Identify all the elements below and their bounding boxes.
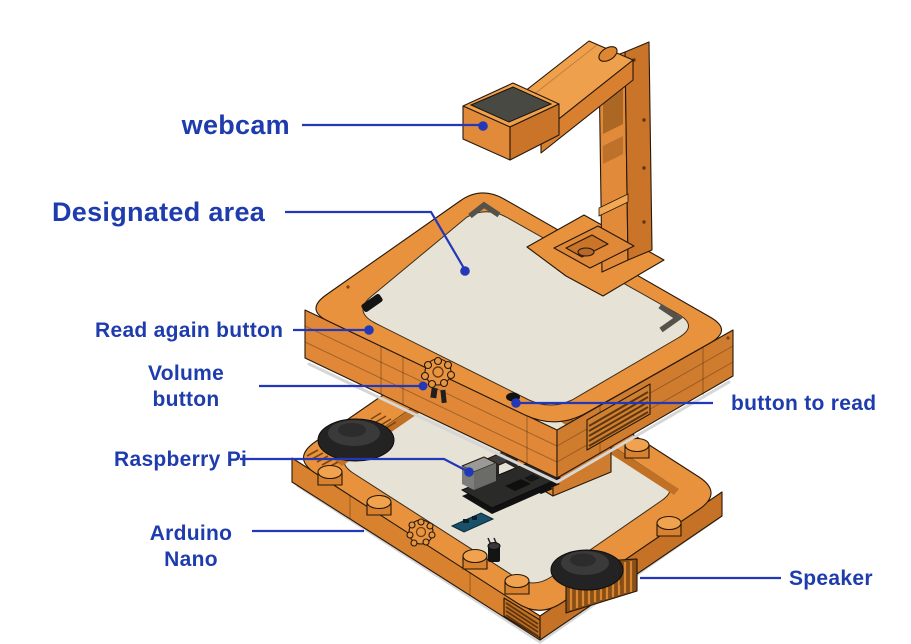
arm-column-side — [624, 41, 653, 261]
capacitor-component — [487, 537, 501, 562]
designated-area-leader-dot — [460, 266, 470, 276]
button-to-read-label: button to read — [731, 392, 876, 415]
volume-label-line2: button — [152, 388, 219, 411]
button-to-read-leader-dot — [511, 398, 521, 408]
raspberry-pi-leader-line — [240, 457, 468, 472]
designated-area-leader-line — [285, 210, 466, 271]
webcam-lens-face — [469, 86, 553, 123]
arm-base-bracket — [553, 225, 635, 269]
speaker-dome-right — [550, 549, 624, 591]
read-again-button-slot — [361, 293, 383, 313]
read-again-leader-dot — [364, 325, 374, 335]
corner-chevron-right — [658, 303, 683, 333]
webcam-module — [462, 82, 560, 161]
lower-knob — [406, 518, 436, 547]
arduino-label-line2: Nano — [164, 548, 218, 571]
corner-chevron-top — [468, 201, 501, 219]
speaker-dome-left — [317, 418, 395, 462]
webcam-leader-dot — [478, 121, 488, 131]
beam-hole — [598, 46, 618, 62]
speaker-label: Speaker — [789, 567, 873, 590]
platform-top-case — [304, 192, 734, 484]
platform-vent-grille — [586, 383, 651, 451]
read-again-label: Read again button — [95, 319, 283, 342]
arduino-nano-board — [450, 512, 495, 533]
arduino-label-line1: Arduino — [150, 522, 233, 545]
raspberry-pi-label: Raspberry Pi — [114, 448, 247, 471]
annotations: webcam Designated area Read again button… — [52, 110, 876, 590]
tray-standoff-posts — [317, 437, 682, 595]
webcam-label: webcam — [181, 110, 290, 140]
volume-label-line1: Volume — [148, 362, 224, 385]
front-vent-grille — [503, 597, 541, 639]
designated-area-label: Designated area — [52, 197, 266, 227]
raspberry-pi-leader-dot — [464, 467, 474, 477]
volume-leader-dot — [418, 381, 428, 391]
volume-knob — [420, 356, 456, 404]
